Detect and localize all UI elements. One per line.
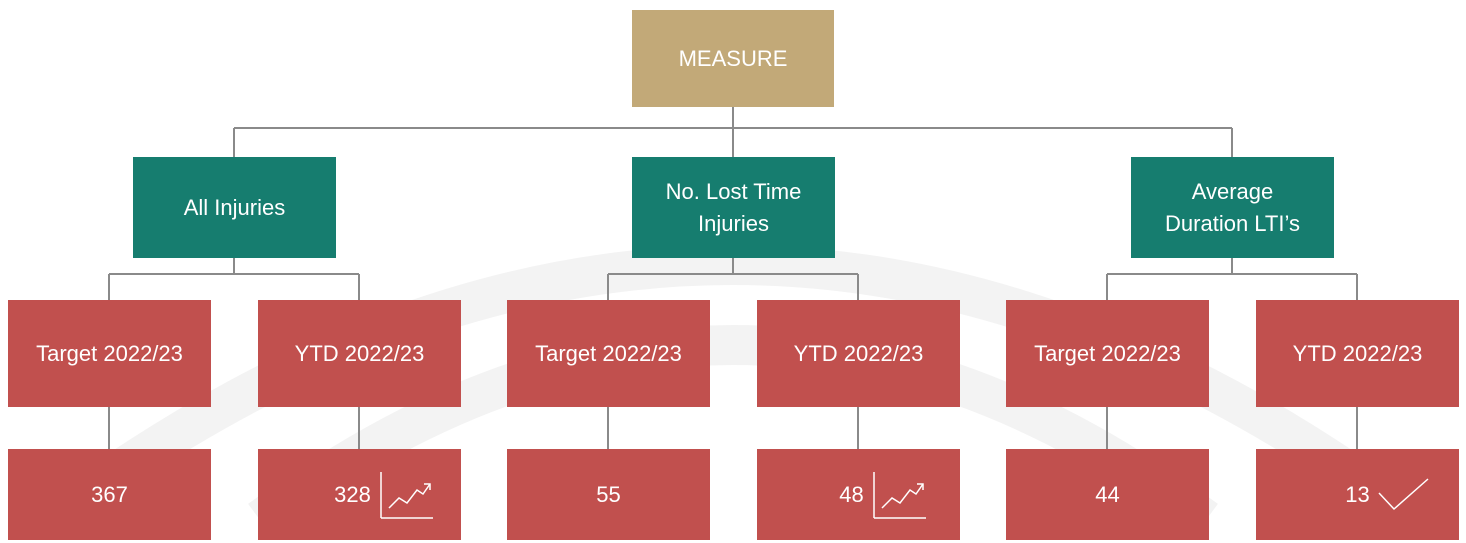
category-all-injuries: All Injuries <box>133 157 336 258</box>
target-value-box: 367 <box>8 449 211 540</box>
ytd-label-box: YTD 2022/23 <box>258 300 461 407</box>
target-value: 367 <box>91 481 128 507</box>
ytd-value: 48 <box>839 481 864 507</box>
target-value-box: 44 <box>1006 449 1209 540</box>
category-title: Average Duration LTI’s <box>1165 178 1300 236</box>
trend-up-icon <box>870 470 928 520</box>
ytd-label-box: YTD 2022/23 <box>757 300 960 407</box>
ytd-label: YTD 2022/23 <box>1292 340 1423 366</box>
target-label-box: Target 2022/23 <box>507 300 710 407</box>
target-value: 44 <box>1095 481 1120 507</box>
ytd-label: YTD 2022/23 <box>294 340 425 366</box>
category-lost-time-injuries: No. Lost Time Injuries <box>632 157 835 258</box>
target-label: Target 2022/23 <box>1034 340 1181 366</box>
ytd-label-box: YTD 2022/23 <box>1256 300 1459 407</box>
checkmark-icon <box>1376 475 1430 515</box>
ytd-value-box: 48 <box>757 449 960 540</box>
target-value: 55 <box>596 481 621 507</box>
measure-root-box: MEASURE <box>632 10 834 107</box>
target-label-box: Target 2022/23 <box>8 300 211 407</box>
measure-root-label: MEASURE <box>678 45 788 71</box>
trend-up-icon <box>377 470 435 520</box>
ytd-value-box: 328 <box>258 449 461 540</box>
category-title: No. Lost Time Injuries <box>665 178 802 236</box>
target-value-box: 55 <box>507 449 710 540</box>
ytd-value: 13 <box>1345 481 1370 507</box>
category-average-duration-ltis: Average Duration LTI’s <box>1131 157 1334 258</box>
ytd-value: 328 <box>334 481 371 507</box>
ytd-value-box: 13 <box>1256 449 1459 540</box>
target-label: Target 2022/23 <box>535 340 682 366</box>
target-label-box: Target 2022/23 <box>1006 300 1209 407</box>
ytd-label: YTD 2022/23 <box>793 340 924 366</box>
target-label: Target 2022/23 <box>36 340 183 366</box>
category-title: All Injuries <box>183 194 286 220</box>
